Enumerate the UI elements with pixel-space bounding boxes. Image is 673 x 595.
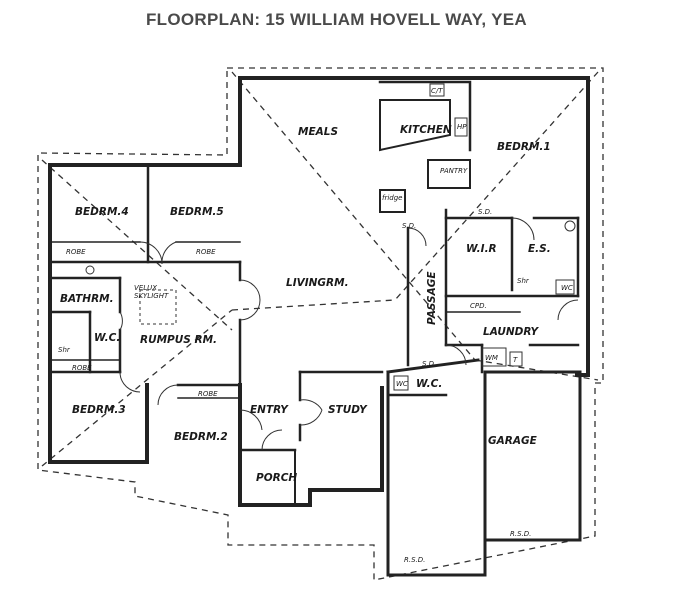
label-cooktop: C/T <box>431 87 443 95</box>
label-laundry: LAUNDRY <box>483 326 539 338</box>
label-cupboard: CPD. <box>470 302 487 310</box>
label-pantry: PANTRY <box>440 167 468 175</box>
label-wc: W.C. <box>416 378 442 390</box>
label-robe-2: ROBE <box>198 390 218 398</box>
label-ensuite-wc: WC <box>561 284 573 292</box>
label-entry: ENTRY <box>250 404 289 416</box>
label-bedroom3: BEDRM.3 <box>72 404 126 416</box>
label-hp: HP <box>457 123 467 131</box>
label-bathroom: BATHRM. <box>60 293 114 305</box>
page-title: FLOORPLAN: 15 WILLIAM HOVELL WAY, YEA <box>145 10 528 29</box>
label-sd-wc: S.D. <box>422 360 436 368</box>
door-swings <box>119 217 579 451</box>
label-study: STUDY <box>328 404 368 416</box>
label-bedroom5: BEDRM.5 <box>170 206 224 218</box>
room-labels: MEALS KITCHEN PANTRY fridge HP C/T BEDRM… <box>58 87 573 564</box>
label-meals: MEALS <box>298 126 338 138</box>
label-fridge: fridge <box>382 194 402 202</box>
label-passage: PASSAGE <box>426 271 438 325</box>
label-bedroom4: BEDRM.4 <box>75 206 129 218</box>
label-garage: GARAGE <box>488 435 538 447</box>
label-porch: PORCH <box>256 472 297 484</box>
label-skylight: SKYLIGHT <box>134 292 169 300</box>
outer-walls <box>48 76 590 577</box>
label-kitchen: KITCHEN <box>400 124 452 136</box>
label-bedroom2: BEDRM.2 <box>174 431 228 443</box>
label-sd-wir: S.D. <box>478 208 492 216</box>
label-wc-bath: W.C. <box>94 332 120 344</box>
label-wm: WM <box>485 354 498 362</box>
label-shower: Shr <box>58 346 71 354</box>
label-living: LIVINGRM. <box>286 277 349 289</box>
label-trough: T <box>513 356 518 364</box>
label-bedroom1: BEDRM.1 <box>497 141 551 153</box>
label-rsd-2: R.S.D. <box>404 556 425 564</box>
label-robe-4: ROBE <box>66 248 86 256</box>
label-wir: W.I.R <box>466 243 497 255</box>
label-rsd-1: R.S.D. <box>510 530 531 538</box>
label-ensuite: E.S. <box>528 243 551 255</box>
label-velux: VELUX <box>134 284 157 292</box>
label-ensuite-shower: Shr <box>517 277 530 285</box>
fixtures <box>85 83 576 391</box>
label-sd-living: S.D. <box>402 222 416 230</box>
label-rumpus: RUMPUS RM. <box>140 334 217 346</box>
interior-walls <box>48 80 580 506</box>
label-robe-3: ROBE <box>72 364 92 372</box>
label-robe-5: ROBE <box>196 248 216 256</box>
label-wc-small: WC <box>396 380 408 388</box>
eaves-outline <box>37 67 604 581</box>
